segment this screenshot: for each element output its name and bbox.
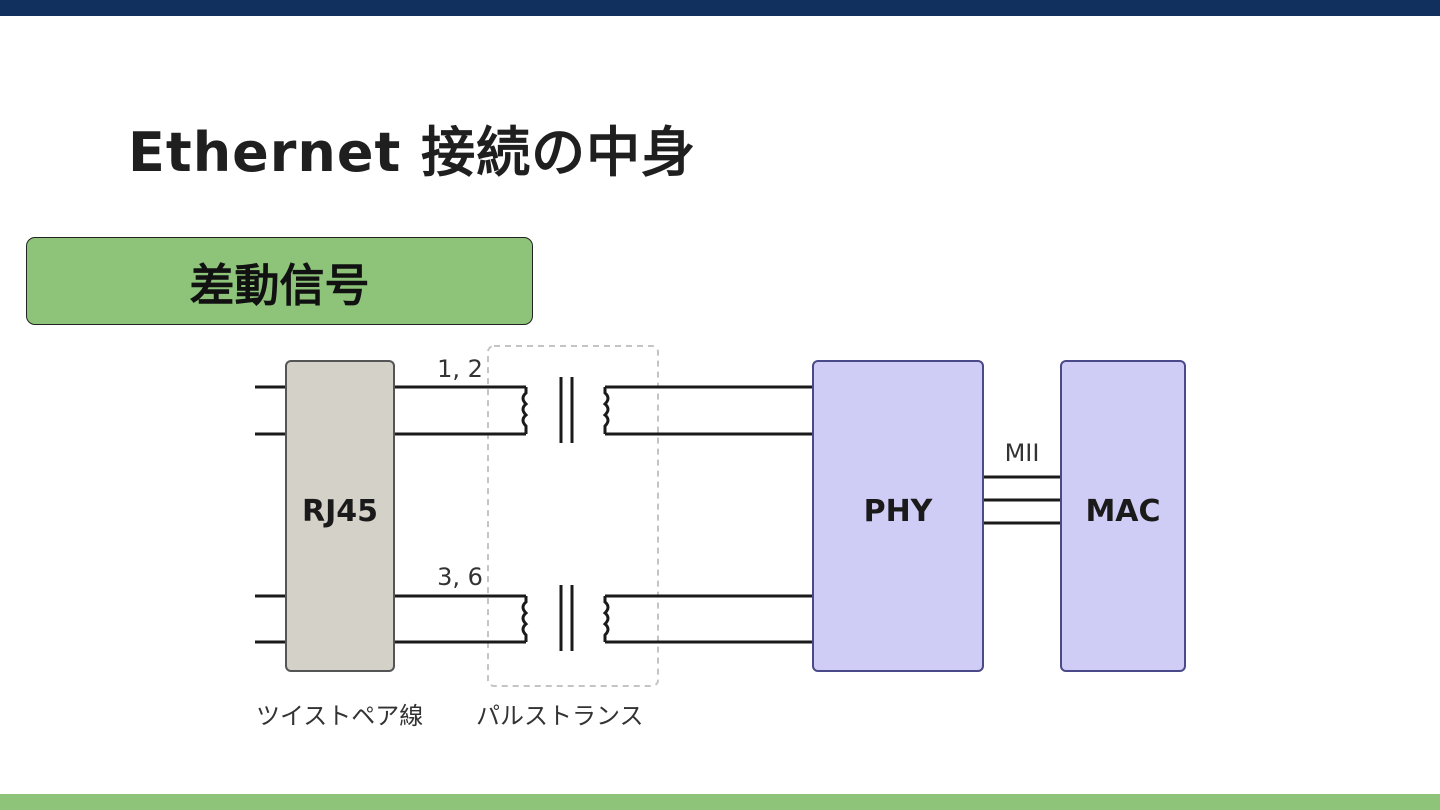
secondary-coil-top [602, 387, 610, 434]
section-label-differential-signal: 差動信号 [26, 237, 533, 325]
rj45-left-stubs [255, 385, 287, 644]
twisted-pair-caption: ツイストペア線 [256, 702, 423, 730]
pulse-transformer-top [521, 377, 610, 443]
rj45-box [285, 360, 395, 672]
pulse-transformer-caption: パルストランス [476, 702, 644, 730]
mii-bus-lines [983, 475, 1061, 525]
secondary-coil-bottom [602, 596, 610, 642]
pulse-transformer-outline [487, 345, 659, 687]
phy-label: PHY [864, 494, 934, 529]
footer-bar [0, 794, 1440, 810]
rj45-label: RJ45 [302, 494, 378, 529]
phy-input-wires [605, 385, 813, 644]
header-bar [0, 0, 1440, 16]
twisted-pair-wires [394, 385, 526, 644]
section-label-text: 差動信号 [189, 258, 370, 312]
pair-bottom-label: 3, 6 [437, 563, 483, 591]
mac-label: MAC [1085, 494, 1160, 529]
phy-box [812, 360, 984, 672]
primary-coil-bottom [521, 596, 529, 642]
pulse-transformer-bottom [521, 585, 610, 651]
mac-box [1060, 360, 1186, 672]
mii-label: MII [1005, 439, 1040, 467]
slide-title: Ethernet 接続の中身 [128, 121, 697, 184]
pair-top-label: 1, 2 [437, 355, 483, 383]
primary-coil-top [521, 387, 529, 434]
